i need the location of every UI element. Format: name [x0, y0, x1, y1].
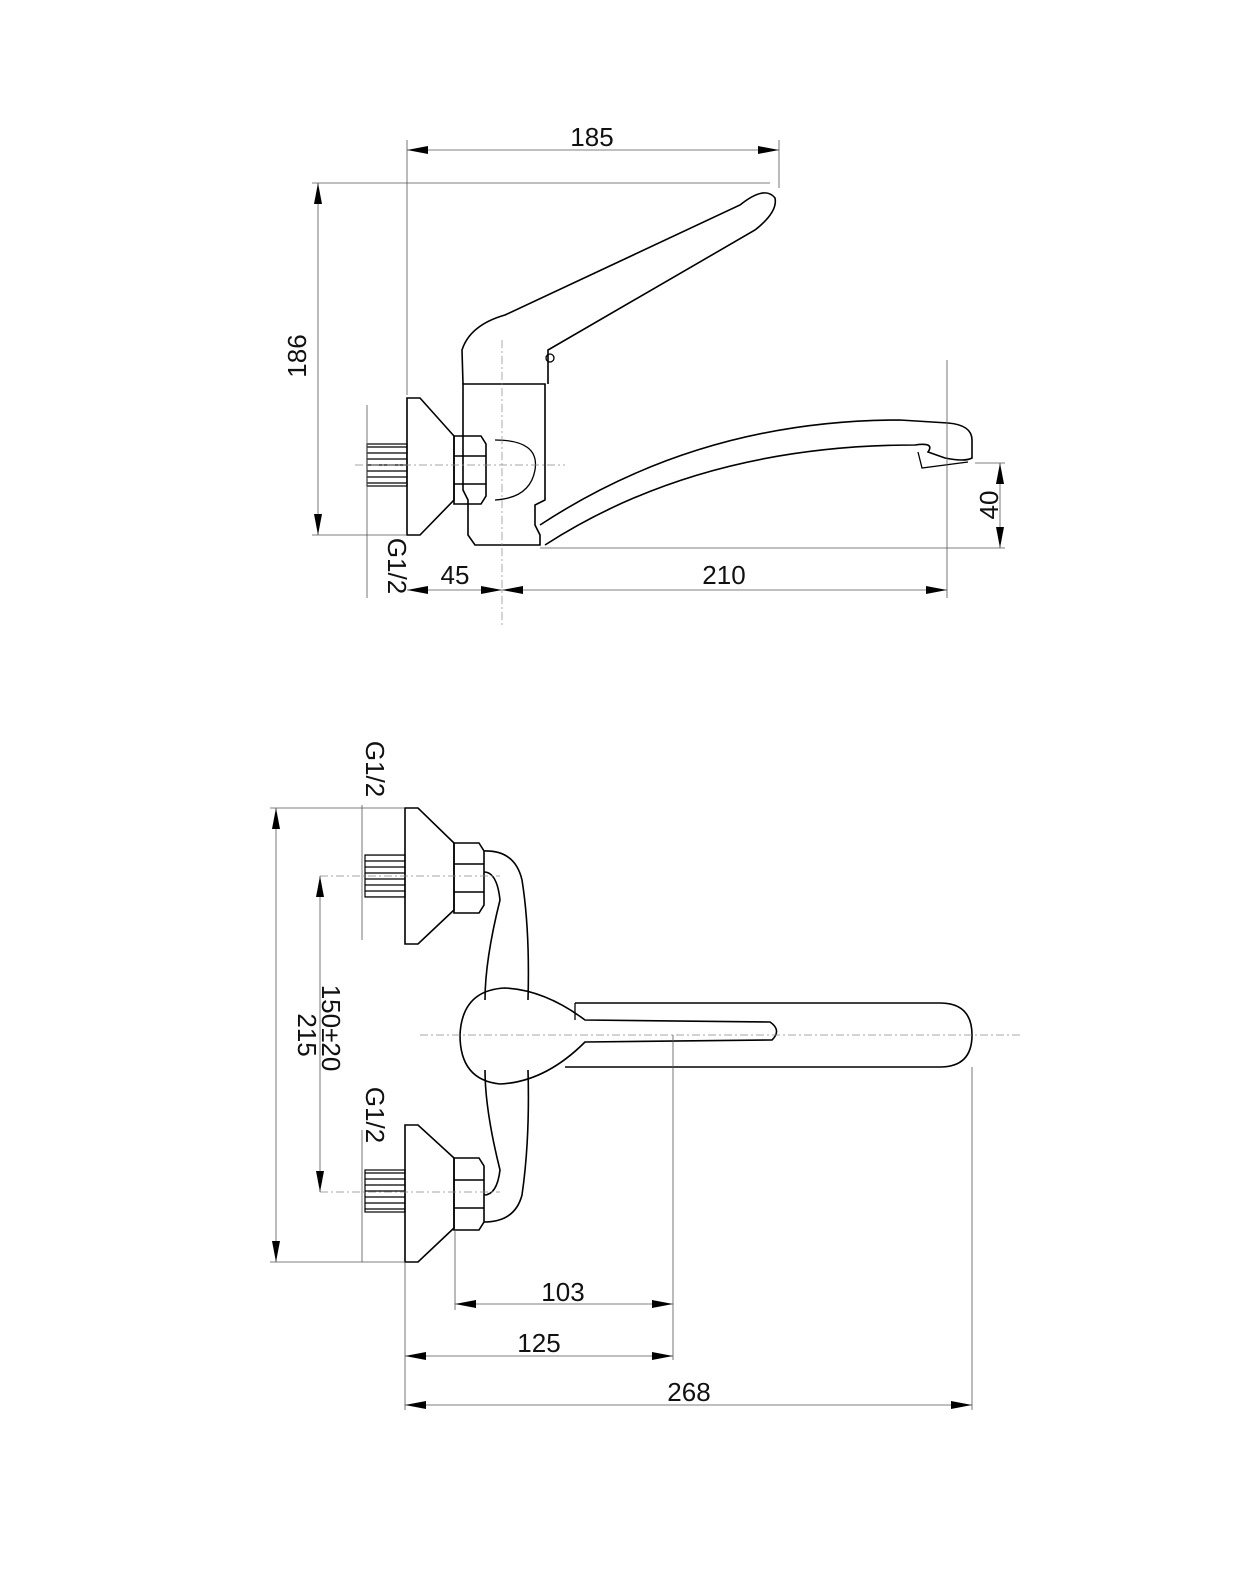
- side-view-drawing: [312, 140, 1005, 625]
- side-mixer-body: [462, 383, 546, 546]
- dim-150-label: 150±20: [316, 985, 346, 1072]
- side-body-swivel: [494, 439, 537, 501]
- dim-45-label: 45: [441, 560, 470, 590]
- top-view-drawing: [270, 805, 1020, 1410]
- dim-186-label: 186: [282, 334, 312, 377]
- top-thread-label-lower: G1/2: [360, 1087, 390, 1143]
- dim-40-label: 40: [974, 491, 1004, 520]
- side-spout: [539, 419, 973, 546]
- top-lever: [459, 987, 778, 1085]
- top-thread-label-upper: G1/2: [360, 741, 390, 797]
- side-lever-handle: [461, 192, 777, 385]
- dim-215-label: 215: [292, 1013, 322, 1056]
- dim-268-label: 268: [667, 1377, 710, 1407]
- dim-125-label: 125: [517, 1328, 560, 1358]
- side-wall-flange: [406, 397, 455, 536]
- side-lever-pin: [545, 353, 555, 363]
- side-spout-aerator: [917, 451, 969, 469]
- top-lower-thread: [364, 1169, 406, 1213]
- dim-210-label: 210: [702, 560, 745, 590]
- top-lower-hex-nut: [453, 1157, 485, 1231]
- side-hex-nut: [453, 435, 487, 505]
- top-upper-hex-nut: [453, 842, 485, 914]
- dim-103-label: 103: [541, 1277, 584, 1307]
- dim-185-label: 185: [570, 122, 613, 152]
- top-connecting-body: [483, 850, 530, 1223]
- top-lower-flange: [404, 1124, 455, 1263]
- side-thread-label: G1/2: [382, 538, 412, 594]
